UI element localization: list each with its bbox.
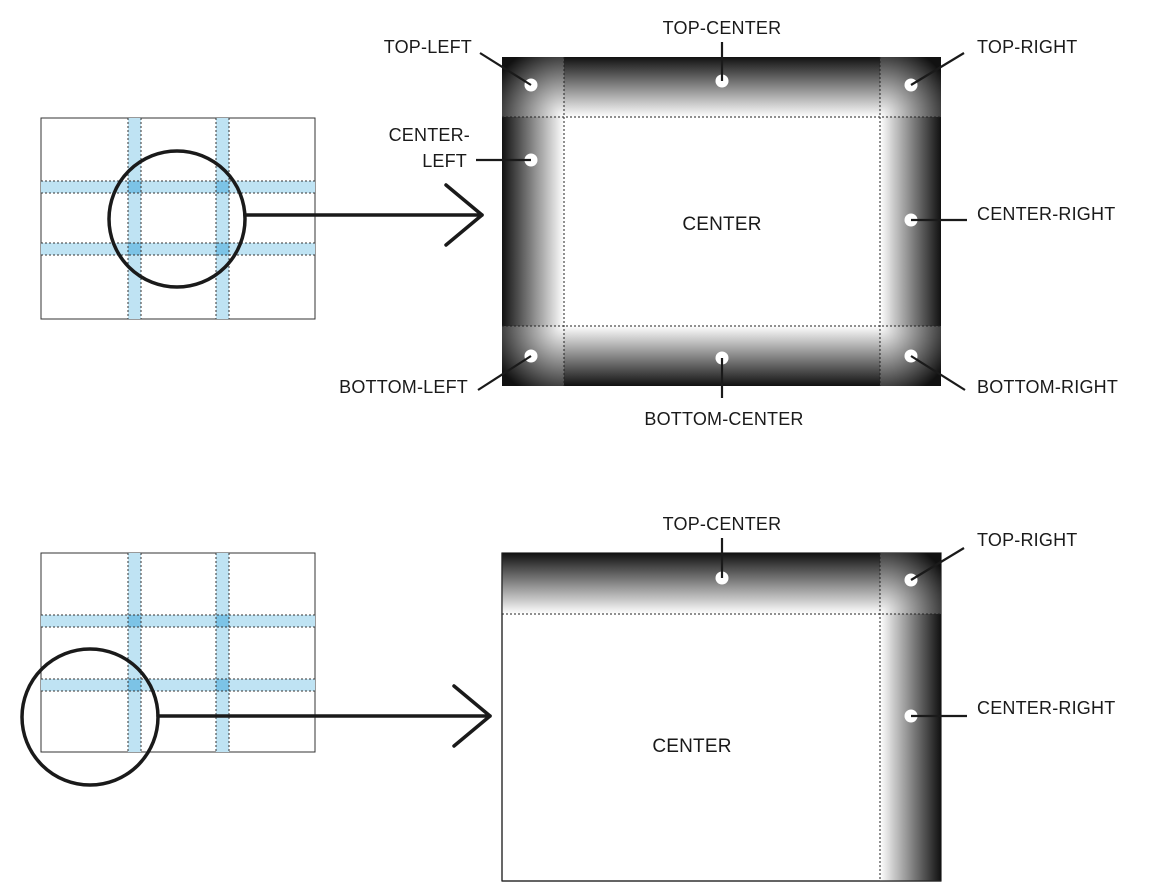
label-center-right: CENTER-RIGHT [977, 698, 1115, 718]
grid-intersection [216, 615, 229, 627]
grid-band-v2 [216, 553, 229, 752]
top-thumbnail-grid [40, 117, 316, 320]
label-top-right: TOP-RIGHT [977, 37, 1077, 57]
leader-bottom-left [477, 355, 532, 391]
grid-band-h1 [41, 615, 315, 627]
label-bottom-left: BOTTOM-LEFT [339, 377, 468, 397]
grid-intersection [128, 181, 141, 193]
grid-band-h2 [41, 243, 315, 255]
region-center-left [502, 117, 564, 326]
region-center [564, 117, 880, 326]
label-top-center: TOP-CENTER [663, 18, 782, 38]
grid-intersection [216, 679, 229, 691]
thumbnail-frame [40, 117, 316, 320]
label-top-left: TOP-LEFT [384, 37, 472, 57]
grid-intersection [216, 243, 229, 255]
region-center-right [880, 614, 941, 881]
grid-intersection [128, 615, 141, 627]
grid-band-h2 [41, 679, 315, 691]
grid-band-v2 [216, 118, 229, 319]
thumbnail-frame [40, 552, 316, 753]
grid-band-h1 [41, 181, 315, 193]
leader-top-left [479, 52, 532, 86]
grid-band-v1 [128, 118, 141, 319]
label-center-left-2: LEFT [422, 151, 467, 171]
label-top-right: TOP-RIGHT [977, 530, 1077, 550]
leader-bottom-right [910, 355, 966, 391]
label-center-right: CENTER-RIGHT [977, 204, 1115, 224]
label-center: CENTER [682, 214, 761, 235]
bottom-thumbnail-grid [20, 552, 316, 787]
bottom-vignette-frame [501, 538, 967, 882]
leader-top-right [910, 52, 965, 86]
label-bottom-center: BOTTOM-CENTER [644, 409, 803, 429]
leader-top-right [910, 547, 965, 581]
grid-band-v1 [128, 553, 141, 752]
label-center: CENTER [652, 736, 731, 757]
grid-intersection [216, 181, 229, 193]
region-top-center [502, 553, 880, 614]
label-top-center: TOP-CENTER [663, 514, 782, 534]
zoom-arrow-icon [156, 684, 492, 748]
label-bottom-right: BOTTOM-RIGHT [977, 377, 1118, 397]
grid-intersection [128, 243, 141, 255]
zoom-arrow-icon [243, 183, 484, 247]
label-center-left-1: CENTER- [389, 125, 470, 145]
magnifier-circle [107, 149, 247, 289]
top-vignette-frame [476, 42, 967, 398]
grid-intersection [128, 679, 141, 691]
